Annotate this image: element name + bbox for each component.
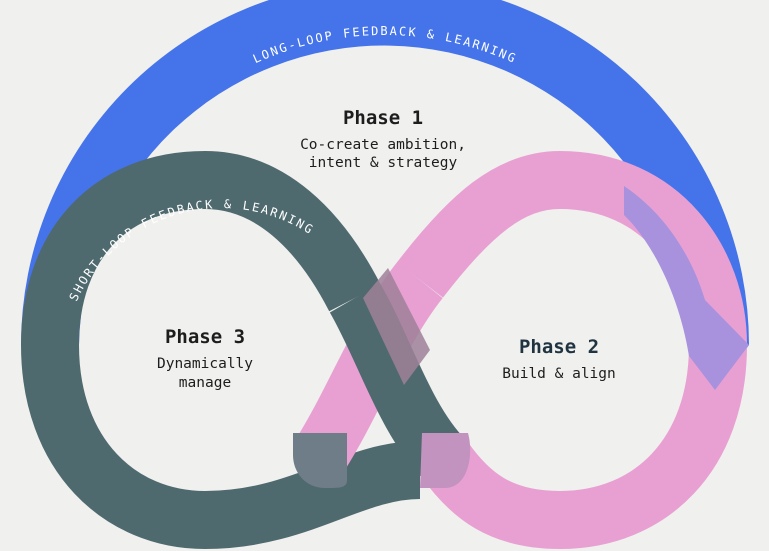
long-loop-overlap: [624, 186, 749, 390]
phase2-desc-line1: Build & align: [502, 366, 616, 382]
phase3-title: Phase 3: [165, 326, 245, 348]
crossing-overlap: [363, 268, 430, 385]
phase2-title: Phase 2: [519, 336, 599, 358]
phase1-desc-line1: Co-create ambition,: [300, 137, 466, 153]
phase3-desc-line2: manage: [179, 375, 231, 391]
long-loop-arc: [21, 0, 749, 390]
phase3-desc-line1: Dynamically: [157, 356, 253, 372]
phase1-desc-line2: intent & strategy: [309, 155, 458, 171]
phase3-end-cap: [293, 433, 347, 488]
phase1-title: Phase 1: [343, 107, 423, 129]
phase2-end-cap: [420, 433, 471, 488]
phase3-loop: [20, 150, 422, 550]
